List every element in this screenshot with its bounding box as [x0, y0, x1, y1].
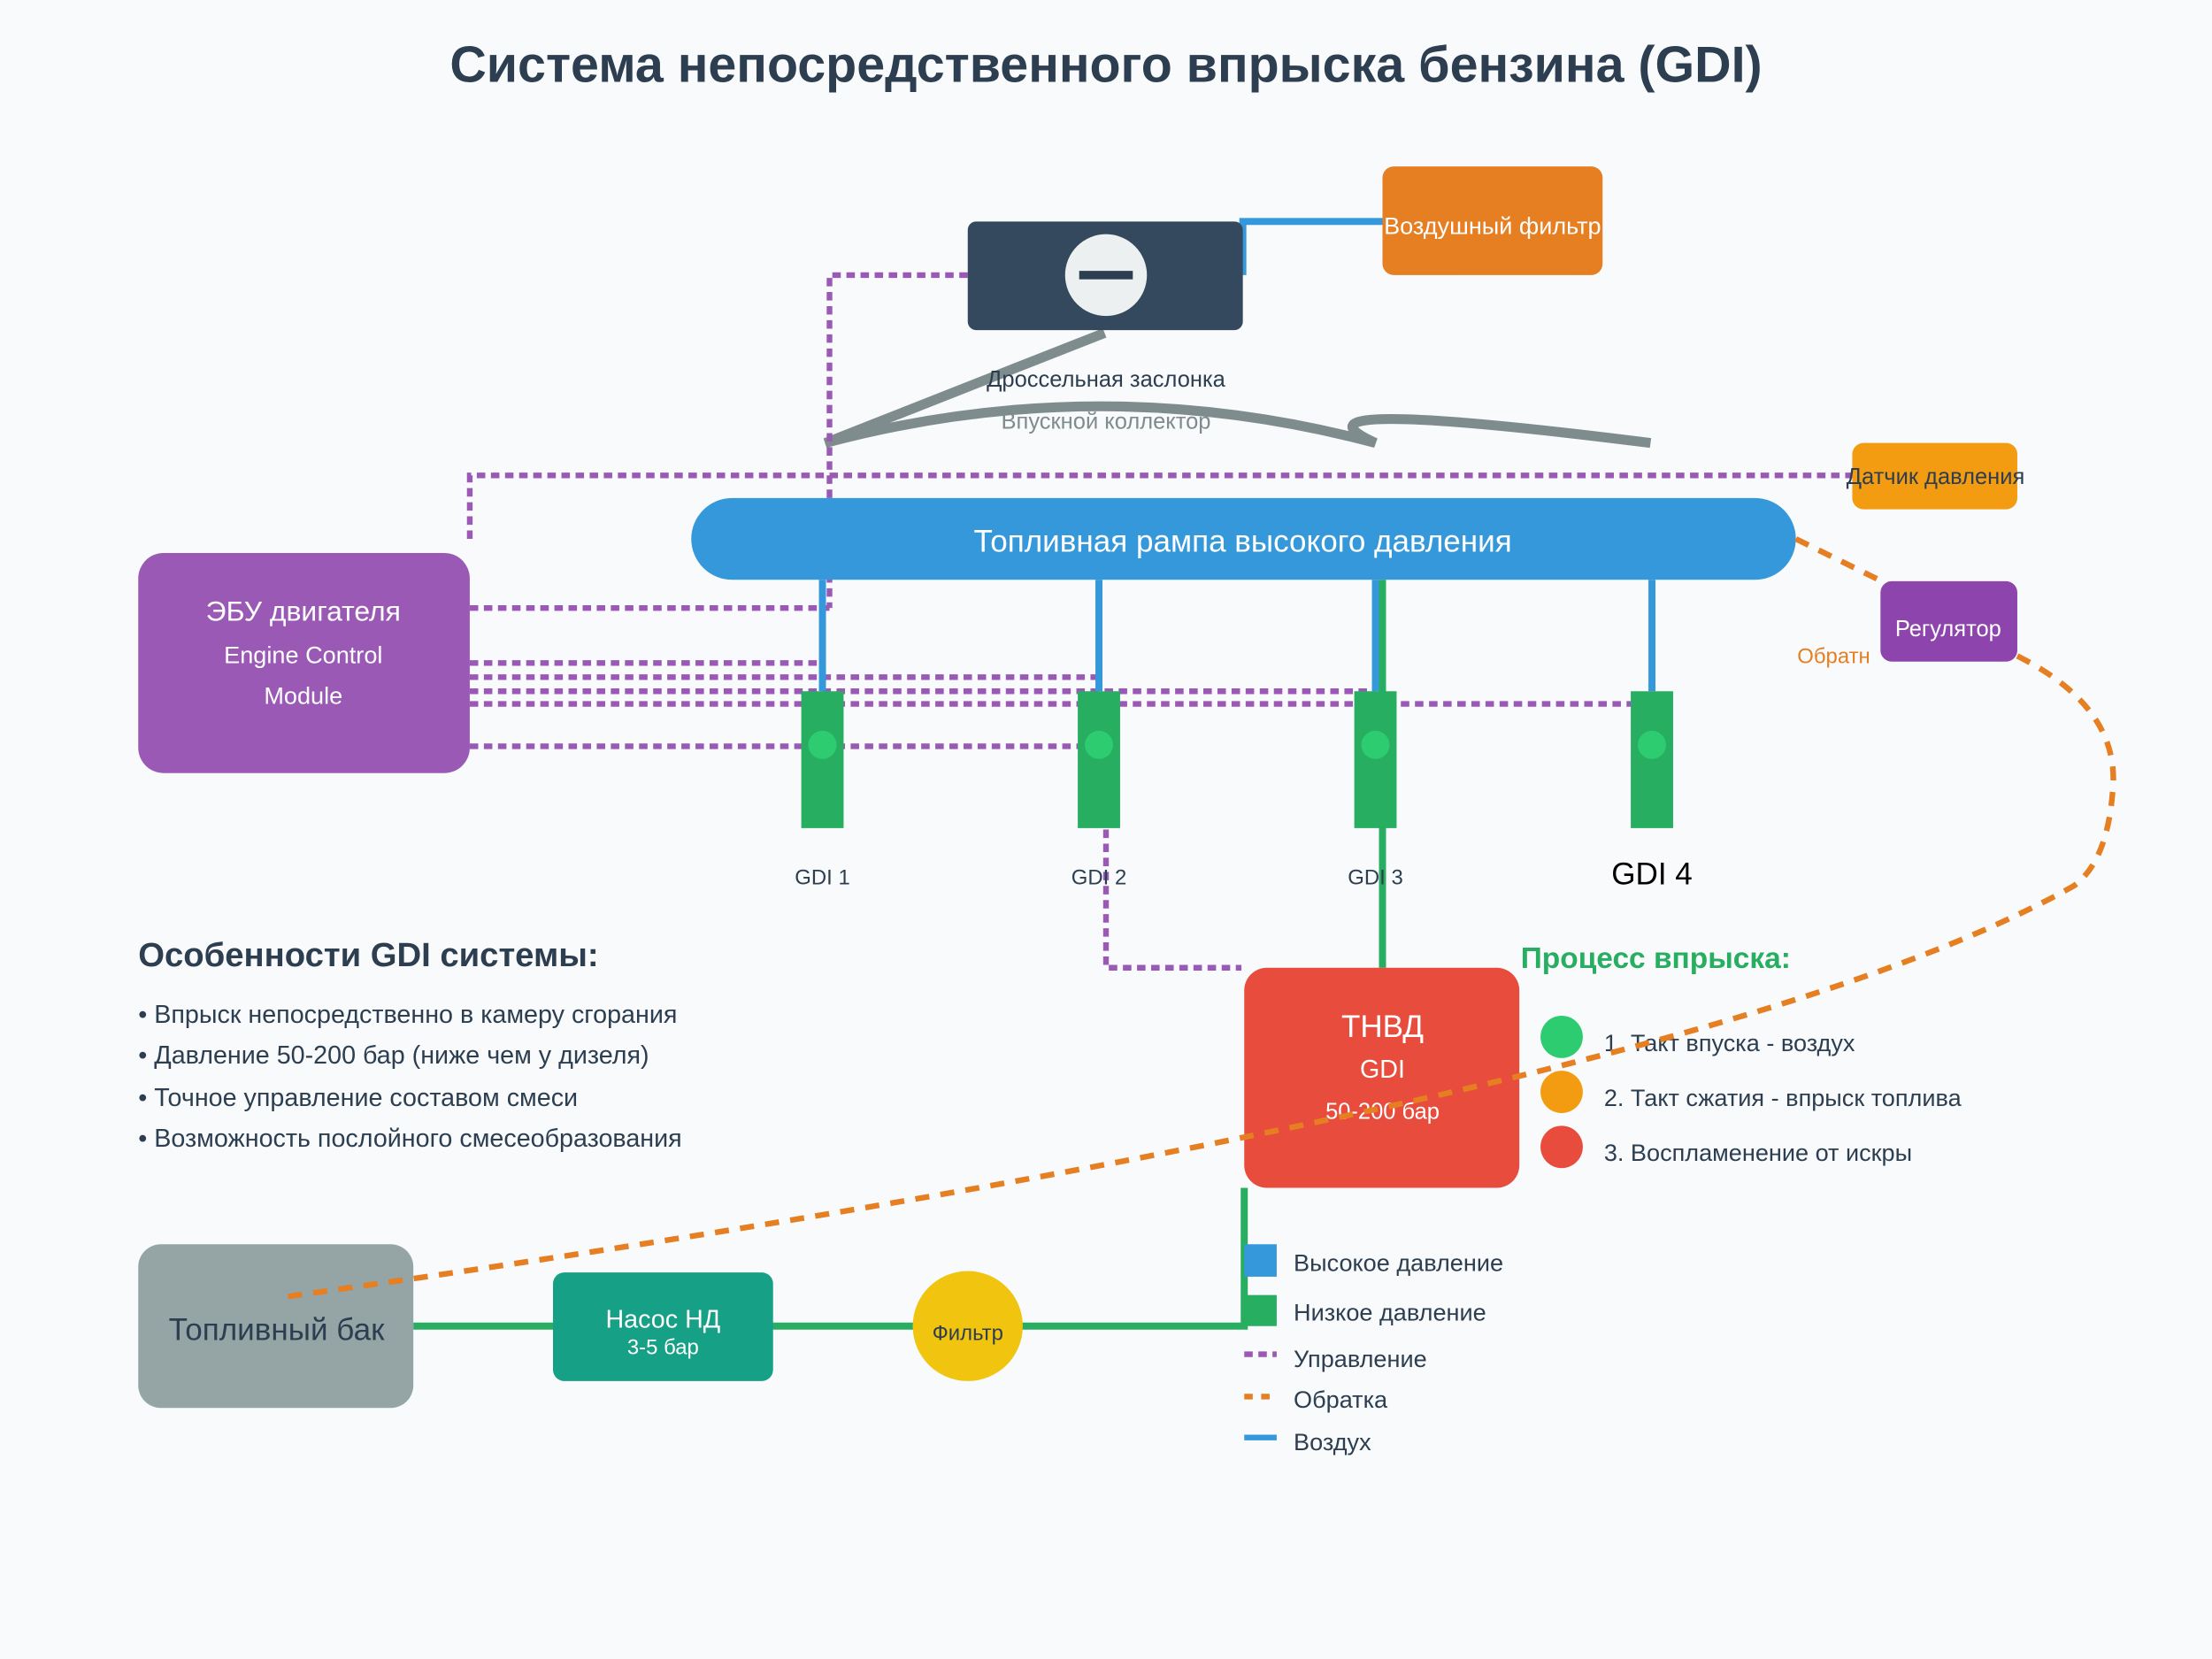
legend-swatch-low	[1244, 1294, 1277, 1326]
injector-gdi-2[interactable]	[1078, 691, 1120, 828]
return-label: Обратн	[1797, 644, 1870, 668]
process-heading: Процесс впрыска:	[1521, 942, 1791, 975]
control-line-pressure-sensor	[466, 472, 1853, 540]
intake-manifold-pipe	[823, 328, 1652, 449]
hp-pump-title: ТНВД	[1341, 1010, 1424, 1044]
injector-label: GDI 2	[1071, 866, 1126, 890]
page-title: Система непосредственного впрыска бензин…	[449, 36, 1762, 93]
control-line-throttle	[826, 272, 968, 609]
step-3-dot	[1540, 1125, 1583, 1169]
fuel-filter[interactable]: Фильтр	[912, 1271, 1023, 1381]
injector-label: GDI 3	[1348, 866, 1402, 890]
control-line-hp-pump	[469, 743, 1242, 971]
pressure-sensor-label: Датчик давления	[1847, 465, 2025, 489]
injector-label: GDI 4	[1611, 857, 1693, 892]
legend-swatch-high	[1244, 1244, 1277, 1277]
legend-label: Обратка	[1294, 1386, 1388, 1413]
legend-label: Воздух	[1294, 1428, 1371, 1455]
fuel-rail[interactable]: Топливная рампа высокого давления	[691, 497, 1796, 580]
injector-gdi-1[interactable]	[801, 691, 844, 828]
regulator[interactable]: Регулятор	[1880, 580, 2017, 662]
intake-manifold-label: Впускной коллектор	[1002, 410, 1211, 434]
legend-label: Высокое давление	[1294, 1249, 1503, 1277]
process-step: 3. Воспламенение от искры	[1604, 1139, 1912, 1166]
step-1-dot	[1540, 1015, 1583, 1058]
legend: Высокое давление Низкое давление Управле…	[1244, 1244, 1503, 1455]
legend-label: Управление	[1294, 1345, 1427, 1372]
air-filter-label: Воздушный фильтр	[1384, 212, 1601, 240]
hp-pump[interactable]: ТНВД GDI 50-200 бар	[1244, 967, 1520, 1188]
air-filter[interactable]: Воздушный фильтр	[1382, 166, 1603, 275]
process-step: 2. Такт сжатия - впрыск топлива	[1604, 1084, 1962, 1111]
legend-label: Низкое давление	[1294, 1298, 1486, 1325]
fuel-tank-label: Топливный бак	[169, 1313, 386, 1348]
fuel-rail-label: Топливная рампа высокого давления	[974, 524, 1512, 558]
return-line-rail	[1794, 536, 1892, 588]
feature-item: • Возможность послойного смесеобразовани…	[138, 1125, 681, 1153]
feature-item: • Давление 50-200 бар (ниже чем у дизеля…	[138, 1041, 649, 1070]
ecu-title: ЭБУ двигателя	[206, 595, 401, 627]
regulator-label: Регулятор	[1895, 617, 2001, 641]
pressure-sensor[interactable]: Датчик давления	[1847, 442, 2025, 510]
fuel-filter-label: Фильтр	[933, 1322, 1003, 1346]
throttle-valve-icon	[1064, 234, 1148, 317]
feature-item: • Впрыск непосредственно в камеру сгоран…	[138, 1001, 677, 1029]
features-heading: Особенности GDI системы:	[138, 936, 598, 974]
hp-pump-pressure: 50-200 бар	[1325, 1099, 1440, 1124]
lp-pump-title: Насос НД	[605, 1305, 720, 1333]
hp-pump-subtitle: GDI	[1360, 1056, 1405, 1084]
injector-gdi-3[interactable]	[1354, 691, 1397, 828]
fuel-tank[interactable]: Топливный бак	[138, 1244, 414, 1409]
injector-gdi-4[interactable]	[1631, 691, 1673, 828]
step-2-dot	[1540, 1071, 1583, 1113]
ecu-subtitle-1: Engine Control	[224, 641, 382, 668]
injector-feeds	[818, 580, 1656, 692]
lp-pump[interactable]: Насос НД 3-5 бар	[553, 1272, 773, 1381]
throttle-body[interactable]	[967, 221, 1243, 331]
feature-item: • Точное управление составом смеси	[138, 1084, 578, 1112]
return-line	[277, 653, 2116, 1301]
lp-pump-pressure: 3-5 бар	[627, 1336, 699, 1360]
ecu-subtitle-2: Module	[264, 682, 342, 710]
ecu[interactable]: ЭБУ двигателя Engine Control Module	[138, 553, 470, 773]
throttle-label: Дроссельная заслонка	[987, 367, 1226, 392]
injector-label: GDI 1	[795, 866, 849, 890]
